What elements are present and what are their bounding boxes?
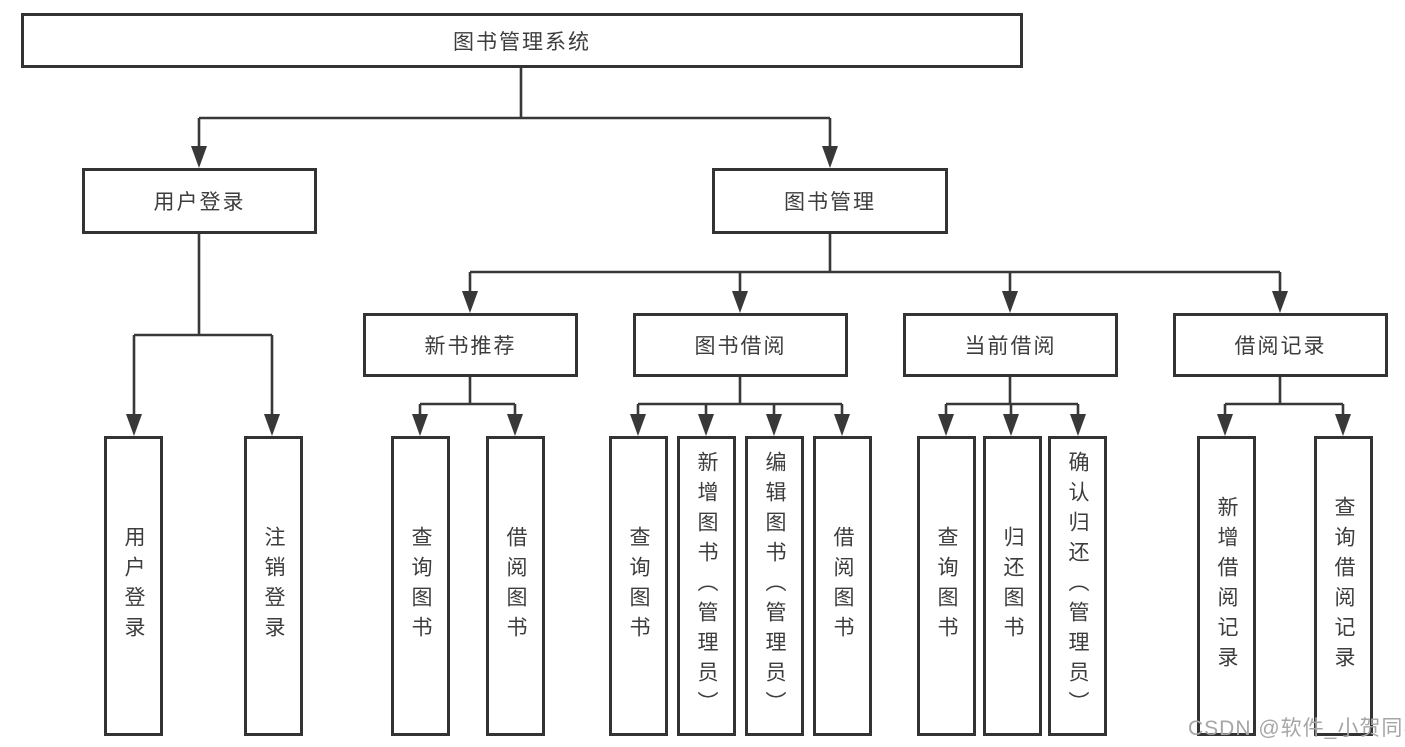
leaf-query-book-current: 查询图书 <box>917 436 976 736</box>
leaf-borrow-book-recommend-label: 借阅图书 <box>504 526 527 646</box>
leaf-query-book-recommend: 查询图书 <box>391 436 450 736</box>
leaf-user-login-label: 用户登录 <box>122 526 145 646</box>
leaf-edit-book-admin-label: 编辑图书（管理员） <box>763 451 786 721</box>
leaf-logout-label: 注销登录 <box>262 526 285 646</box>
node-book-borrowing: 图书借阅 <box>633 313 848 377</box>
leaf-confirm-return-admin-label: 确认归还（管理员） <box>1066 451 1089 721</box>
node-user-login: 用户登录 <box>82 168 317 234</box>
leaf-query-borrow-record: 查询借阅记录 <box>1314 436 1373 736</box>
leaf-user-login: 用户登录 <box>104 436 163 736</box>
leaf-add-borrow-record: 新增借阅记录 <box>1197 436 1256 736</box>
csdn-watermark: CSDN @软件_小贺同学 <box>1188 717 1405 740</box>
leaf-add-book-admin-label: 新增图书（管理员） <box>695 451 718 721</box>
leaf-query-book-borrowing: 查询图书 <box>609 436 668 736</box>
leaf-edit-book-admin: 编辑图书（管理员） <box>745 436 804 736</box>
leaf-confirm-return-admin: 确认归还（管理员） <box>1048 436 1107 736</box>
leaf-query-book-current-label: 查询图书 <box>935 526 958 646</box>
leaf-query-book-recommend-label: 查询图书 <box>409 526 432 646</box>
leaf-add-book-admin: 新增图书（管理员） <box>677 436 736 736</box>
leaf-borrow-book-borrowing-label: 借阅图书 <box>831 526 854 646</box>
leaf-return-book-label: 归还图书 <box>1001 526 1024 646</box>
leaf-borrow-book-borrowing: 借阅图书 <box>813 436 872 736</box>
node-new-book-recommend: 新书推荐 <box>363 313 578 377</box>
leaf-return-book: 归还图书 <box>983 436 1042 736</box>
leaf-logout: 注销登录 <box>244 436 303 736</box>
leaf-query-book-borrowing-label: 查询图书 <box>627 526 650 646</box>
leaf-add-borrow-record-label: 新增借阅记录 <box>1215 496 1238 676</box>
leaf-borrow-book-recommend: 借阅图书 <box>486 436 545 736</box>
node-current-borrowing: 当前借阅 <box>903 313 1118 377</box>
leaf-query-borrow-record-label: 查询借阅记录 <box>1332 496 1355 676</box>
node-root: 图书管理系统 <box>21 13 1023 68</box>
node-book-management: 图书管理 <box>712 168 948 234</box>
node-borrowing-records: 借阅记录 <box>1173 313 1388 377</box>
